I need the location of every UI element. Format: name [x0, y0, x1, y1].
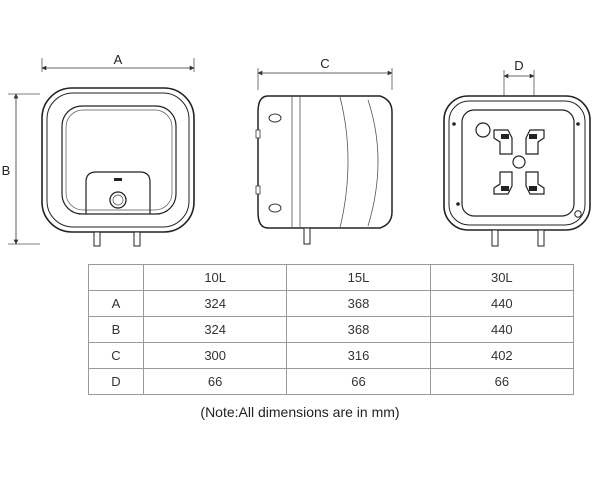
table-cell: 368 — [286, 316, 431, 343]
front-view: A B — [2, 52, 195, 247]
table-cell: 66 — [286, 368, 431, 395]
dimensions-table: 10L 15L 30L A 324 368 440 B 324 368 440 … — [88, 264, 575, 395]
side-view: C — [255, 56, 393, 245]
table-cell: 324 — [142, 316, 288, 343]
table-cell: 300 — [142, 342, 288, 369]
dimension-a-label: A — [114, 52, 123, 67]
table-cell: 368 — [286, 290, 431, 317]
row-label: C — [88, 342, 144, 369]
table-row: B 324 368 440 — [88, 316, 575, 343]
row-label: A — [88, 290, 144, 317]
table-cell: 66 — [142, 368, 288, 395]
units-note: (Note:All dimensions are in mm) — [200, 404, 400, 420]
column-header-10l: 10L — [142, 264, 288, 291]
dimension-c-label: C — [320, 56, 329, 71]
row-label: B — [88, 316, 144, 343]
table-cell: 440 — [429, 290, 575, 317]
table-cell: 66 — [429, 368, 575, 395]
table-cell: 316 — [286, 342, 431, 369]
table-row: D 66 66 66 — [88, 368, 575, 395]
back-view: D — [443, 58, 591, 247]
table-header-row: 10L 15L 30L — [88, 264, 575, 291]
table-row: C 300 316 402 — [88, 342, 575, 369]
dimension-b-label: B — [2, 163, 11, 178]
table-cell: 324 — [142, 290, 288, 317]
table-cell: 440 — [429, 316, 575, 343]
dimension-d-label: D — [514, 58, 523, 73]
row-label: D — [88, 368, 144, 395]
table-corner-cell — [88, 264, 144, 291]
column-header-15l: 15L — [286, 264, 431, 291]
table-row: A 324 368 440 — [88, 290, 575, 317]
table-cell: 402 — [429, 342, 575, 369]
column-header-30l: 30L — [429, 264, 575, 291]
water-heater-drawing: A B C — [2, 52, 591, 247]
